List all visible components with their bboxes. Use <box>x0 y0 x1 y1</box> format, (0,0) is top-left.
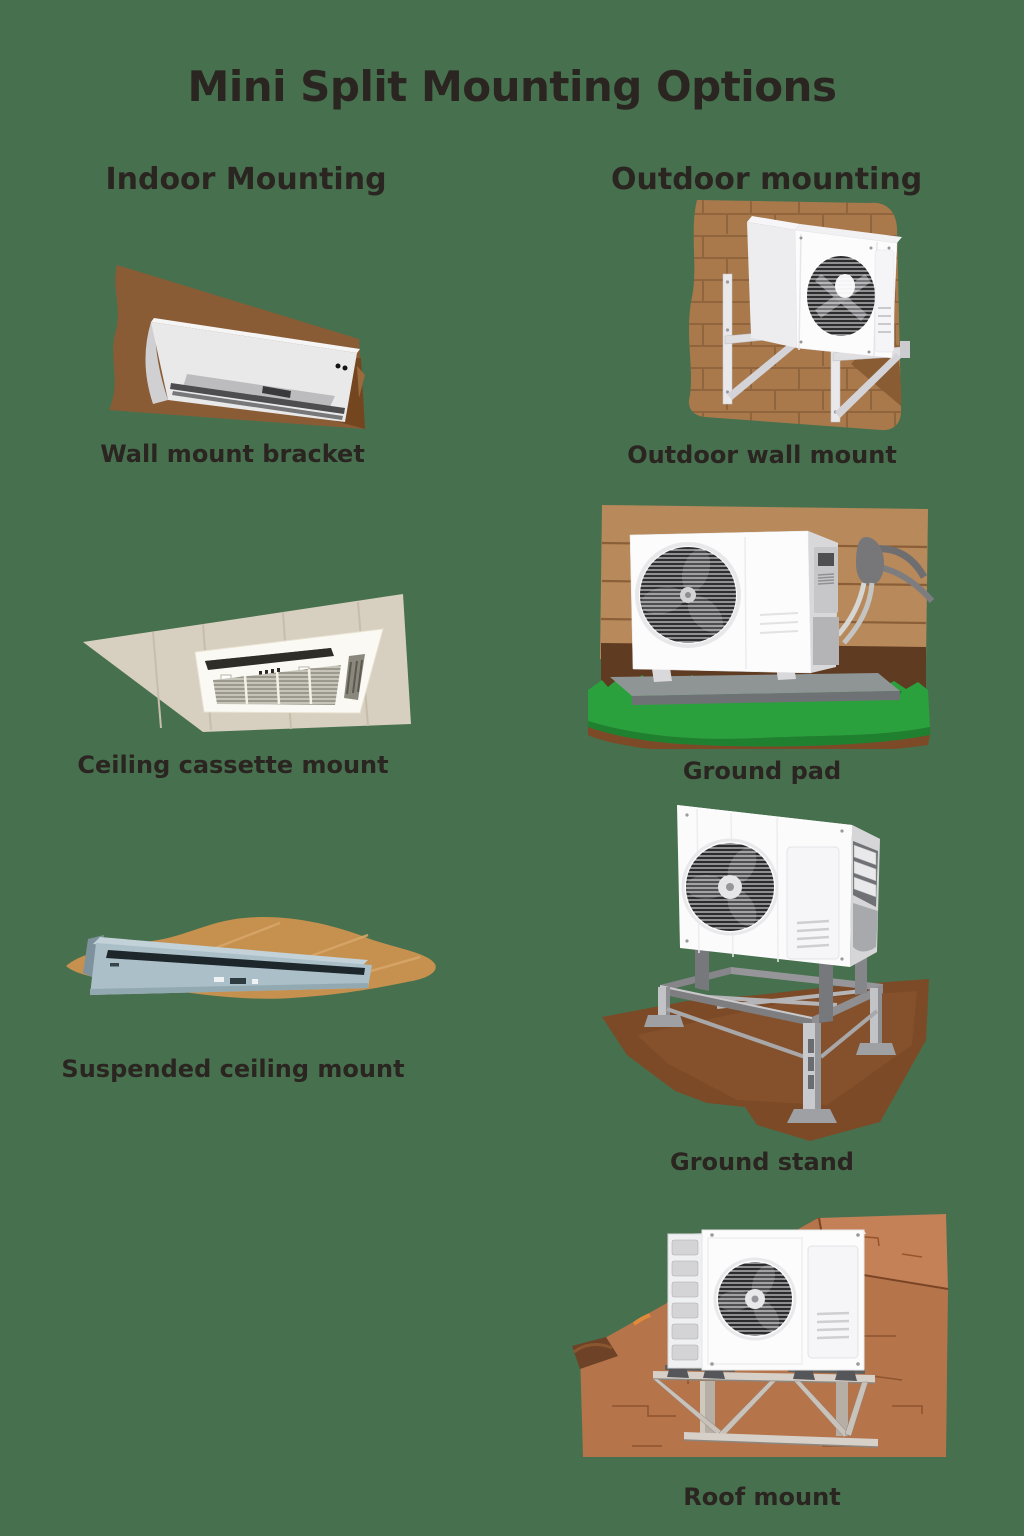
item-label: Ceiling cassette mount <box>77 751 389 779</box>
condenser-unit <box>629 530 839 682</box>
item-label: Outdoor wall mount <box>627 441 897 469</box>
item-label: Roof mount <box>683 1483 841 1511</box>
refrigerant-conduits <box>836 537 935 645</box>
side-louvers <box>671 1239 699 1361</box>
wall-mounted-indoor-unit-illustration <box>109 265 365 429</box>
fan-icon <box>681 838 779 936</box>
condenser-on-roof-rails-illustration <box>572 1214 949 1457</box>
condenser-on-ground-stand-illustration <box>602 805 929 1141</box>
outdoor-item-roof-mount: Roof mount <box>572 1206 952 1517</box>
item-label: Suspended ceiling mount <box>61 1055 405 1083</box>
fan-icon <box>713 1257 797 1341</box>
outdoor-column-header: Outdoor mounting <box>611 161 923 197</box>
item-label: Wall mount bracket <box>100 440 365 468</box>
condenser-on-wall-brackets-illustration <box>688 200 910 431</box>
side-louvers <box>853 841 878 952</box>
item-label: Ground stand <box>670 1148 854 1176</box>
fan-icon <box>635 542 741 648</box>
suspended-indoor-unit <box>83 935 372 995</box>
condenser-unit <box>747 216 902 359</box>
concrete-pad <box>610 673 900 705</box>
indoor-item-suspended-ceiling: Suspended ceiling mount <box>33 905 436 1089</box>
condenser-on-ground-pad-illustration <box>588 505 935 749</box>
outdoor-item-ground-stand: Ground stand <box>587 795 937 1182</box>
roof-mounting-rails <box>652 1365 879 1448</box>
side-control-box <box>813 547 839 665</box>
ceiling-cassette-unit-illustration <box>83 594 411 732</box>
outdoor-item-wall-mount: Outdoor wall mount <box>622 190 910 475</box>
indoor-column-header: Indoor Mounting <box>105 161 387 197</box>
fan-icon <box>805 254 877 338</box>
cassette-unit <box>194 628 384 714</box>
indoor-item-wall-mount-bracket: Wall mount bracket <box>90 248 375 474</box>
page-title: Mini Split Mounting Options <box>187 62 837 112</box>
condenser-unit <box>667 1229 866 1371</box>
suspended-ceiling-unit-illustration <box>66 917 436 999</box>
indoor-wall-unit <box>145 318 360 422</box>
outdoor-item-ground-pad: Ground pad <box>584 497 940 791</box>
item-label: Ground pad <box>682 757 842 785</box>
condenser-unit <box>677 805 880 1023</box>
indoor-item-ceiling-cassette: Ceiling cassette mount <box>53 572 413 786</box>
